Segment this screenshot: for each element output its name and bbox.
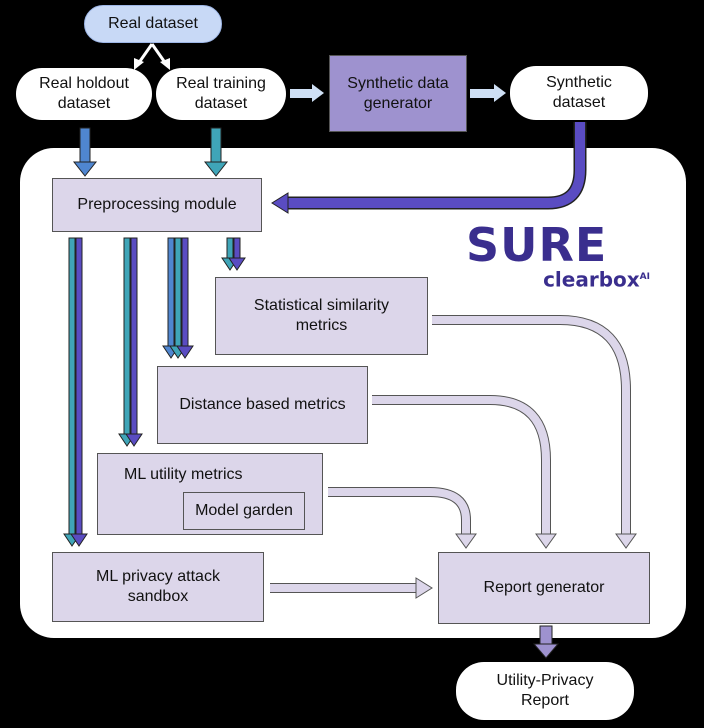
logo-sub-word: clearbox bbox=[543, 267, 640, 292]
synthetic-generator-label: Synthetic data generator bbox=[347, 74, 449, 112]
utility-privacy-report-label: Utility-Privacy Report bbox=[496, 672, 594, 709]
distance-metrics-label: Distance based metrics bbox=[179, 396, 346, 413]
statistical-similarity-label: Statistical similarity metrics bbox=[253, 297, 390, 334]
distance-metrics-node: Distance based metrics bbox=[157, 366, 368, 444]
preprocess-to-statistical bbox=[221, 237, 246, 271]
synthetic-arrow bbox=[271, 122, 587, 214]
ml-utility-label: ML utility metrics bbox=[124, 466, 243, 483]
logo-sub-text: clearboxAI bbox=[543, 266, 650, 291]
privacy-sandbox-label: ML privacy attack sandbox bbox=[96, 568, 220, 605]
real-dataset-node: Real dataset bbox=[84, 5, 222, 43]
privacy-sandbox-node: ML privacy attack sandbox bbox=[52, 552, 264, 622]
preprocessing-node: Preprocessing module bbox=[52, 178, 262, 232]
preprocess-to-distance bbox=[162, 237, 194, 359]
report-output-arrow bbox=[532, 625, 560, 659]
real-training-node: Real training dataset bbox=[156, 68, 286, 120]
metrics-to-report bbox=[270, 315, 637, 599]
synthetic-dataset-label: Synthetic dataset bbox=[546, 74, 612, 111]
preprocessing-label: Preprocessing module bbox=[77, 196, 237, 213]
model-garden-node: Model garden bbox=[183, 492, 305, 530]
sure-clearbox-logo: SURE clearboxAI bbox=[466, 222, 656, 292]
synthetic-dataset-node: Synthetic dataset bbox=[510, 66, 648, 120]
real-holdout-node: Real holdout dataset bbox=[16, 68, 152, 120]
report-generator-node: Report generator bbox=[438, 552, 650, 624]
preprocess-to-privacy bbox=[63, 237, 88, 547]
statistical-similarity-node: Statistical similarity metrics bbox=[215, 277, 428, 355]
real-holdout-label: Real holdout dataset bbox=[39, 75, 129, 112]
split-arrows bbox=[134, 43, 170, 70]
real-dataset-label: Real dataset bbox=[108, 15, 198, 32]
preprocess-to-ml-utility bbox=[118, 237, 143, 447]
model-garden-label: Model garden bbox=[195, 502, 293, 519]
holdout-arrow bbox=[72, 127, 98, 177]
logo-sup-text: AI bbox=[639, 272, 650, 282]
logo-main-text: SURE bbox=[466, 218, 608, 272]
ml-utility-node: ML utility metrics Model garden bbox=[97, 453, 323, 535]
synthetic-generator-node: Synthetic data generator bbox=[329, 55, 467, 132]
training-arrow bbox=[203, 127, 229, 177]
report-generator-label: Report generator bbox=[483, 579, 605, 596]
flow-arrows-top bbox=[290, 84, 506, 102]
utility-privacy-report-node: Utility-Privacy Report bbox=[456, 662, 634, 720]
real-training-label: Real training dataset bbox=[176, 75, 266, 112]
